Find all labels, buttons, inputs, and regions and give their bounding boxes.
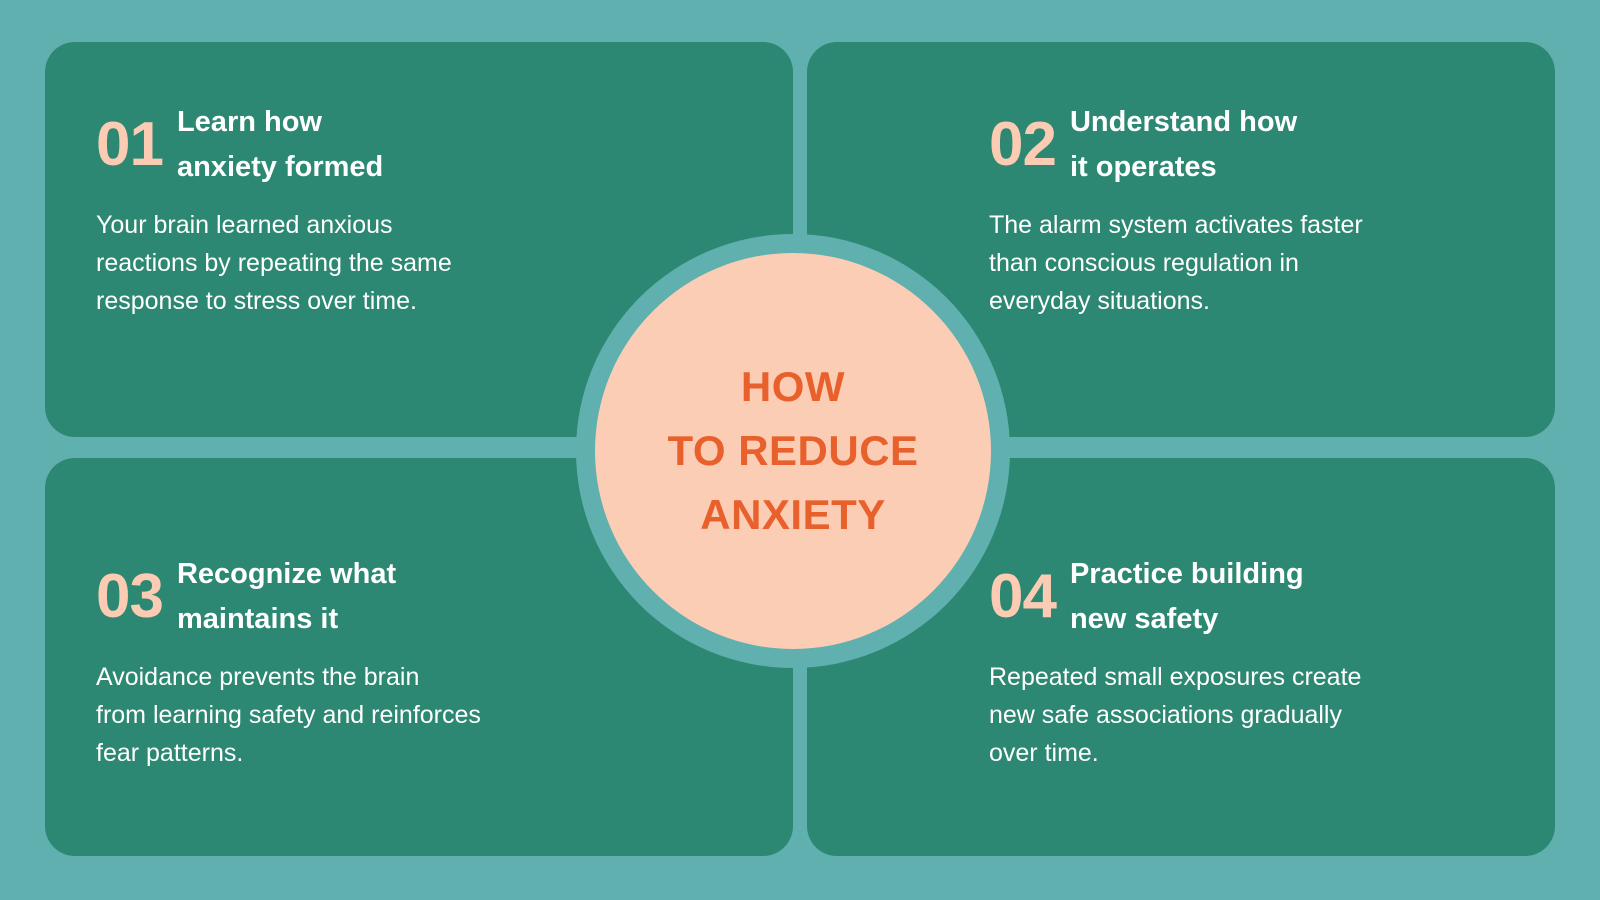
- center-hub-title: HOW TO REDUCE ANXIETY: [667, 363, 919, 538]
- card-step-03[interactable]: 03 Recognize what maintains it Avoidance…: [45, 458, 793, 856]
- card-03-title: Recognize what maintains it: [176, 558, 397, 635]
- center-hub-disc: HOW TO REDUCE ANXIETY: [595, 253, 991, 649]
- card-04-body: Repeated small exposures create new safe…: [989, 663, 1362, 767]
- card-04-title: Practice building new safety: [1069, 558, 1304, 635]
- card-02-body: The alarm system activates faster than c…: [989, 211, 1363, 315]
- card-step-01[interactable]: 01 Learn how anxiety formed Your brain l…: [45, 42, 793, 437]
- card-03-number: 03: [96, 562, 164, 631]
- card-01-heading-row: 01 Learn how anxiety formed: [96, 100, 383, 190]
- card-01-number: 01: [96, 110, 164, 179]
- card-grid: 01 Learn how anxiety formed Your brain l…: [45, 42, 1555, 856]
- center-hub-ring: HOW TO REDUCE ANXIETY: [576, 234, 1010, 668]
- card-01-body: Your brain learned anxious reactions by …: [96, 211, 452, 315]
- card-02-number: 02: [989, 110, 1057, 179]
- card-04-number: 04: [989, 562, 1057, 631]
- card-01-title: Learn how anxiety formed: [176, 106, 384, 183]
- card-02-heading-row: 02 Understand how it operates: [989, 100, 1297, 190]
- card-03-body: Avoidance prevents the brain from learni…: [96, 663, 481, 767]
- card-03-heading-row: 03 Recognize what maintains it: [96, 552, 396, 642]
- card-04-heading-row: 04 Practice building new safety: [989, 552, 1304, 642]
- card-02-title: Understand how it operates: [1069, 106, 1298, 183]
